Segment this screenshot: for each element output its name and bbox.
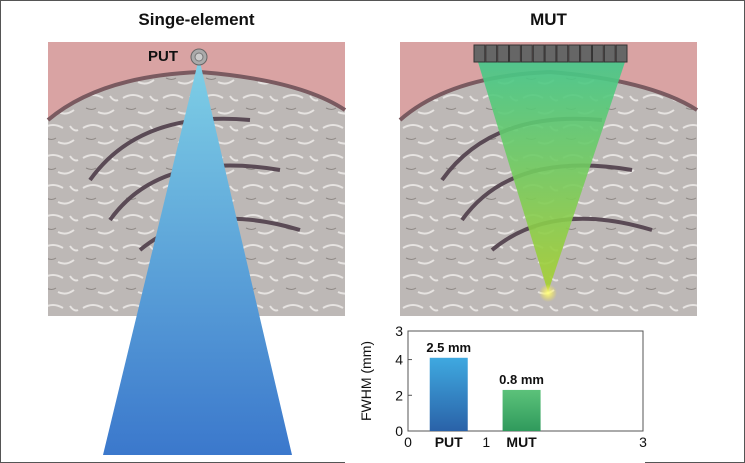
put-label: PUT <box>148 48 178 65</box>
x-tick-label: 3 <box>639 434 647 450</box>
array-element <box>473 44 486 63</box>
array-element <box>615 44 628 63</box>
x-category-label: PUT <box>435 434 463 450</box>
array-element <box>568 44 581 63</box>
x-tick-label: 0 <box>404 434 412 450</box>
y-tick-label: 4 <box>395 352 403 368</box>
array-element <box>580 44 592 63</box>
data-label-put: 2.5 mm <box>426 340 471 355</box>
array-element <box>497 44 510 63</box>
array-element <box>556 44 569 63</box>
array-element <box>509 44 521 63</box>
array-element <box>520 44 533 63</box>
chart-background <box>345 322 645 463</box>
array-element <box>603 44 616 63</box>
bar-put <box>429 357 468 431</box>
focal-spot <box>539 284 557 302</box>
y-axis-label: FWHM (mm) <box>358 341 374 421</box>
mut-array-icon <box>473 44 628 63</box>
x-tick-label: 1 <box>482 434 490 450</box>
data-label-mut: 0.8 mm <box>499 372 544 387</box>
x-category-label: MUT <box>506 434 537 450</box>
bar-mut <box>502 389 541 431</box>
y-tick-label: 0 <box>395 423 403 439</box>
mut-beam <box>478 62 625 292</box>
put-transducer-icon <box>190 48 208 66</box>
array-element <box>591 44 604 63</box>
left-panel-title: Singe-element <box>138 10 255 29</box>
y-tick-label: 3 <box>395 323 403 339</box>
array-element <box>485 44 498 63</box>
array-element <box>532 44 545 63</box>
array-element <box>544 44 557 63</box>
put-beam <box>103 58 292 455</box>
right-panel-title: MUT <box>530 10 567 29</box>
y-tick-label: 2 <box>395 387 403 403</box>
